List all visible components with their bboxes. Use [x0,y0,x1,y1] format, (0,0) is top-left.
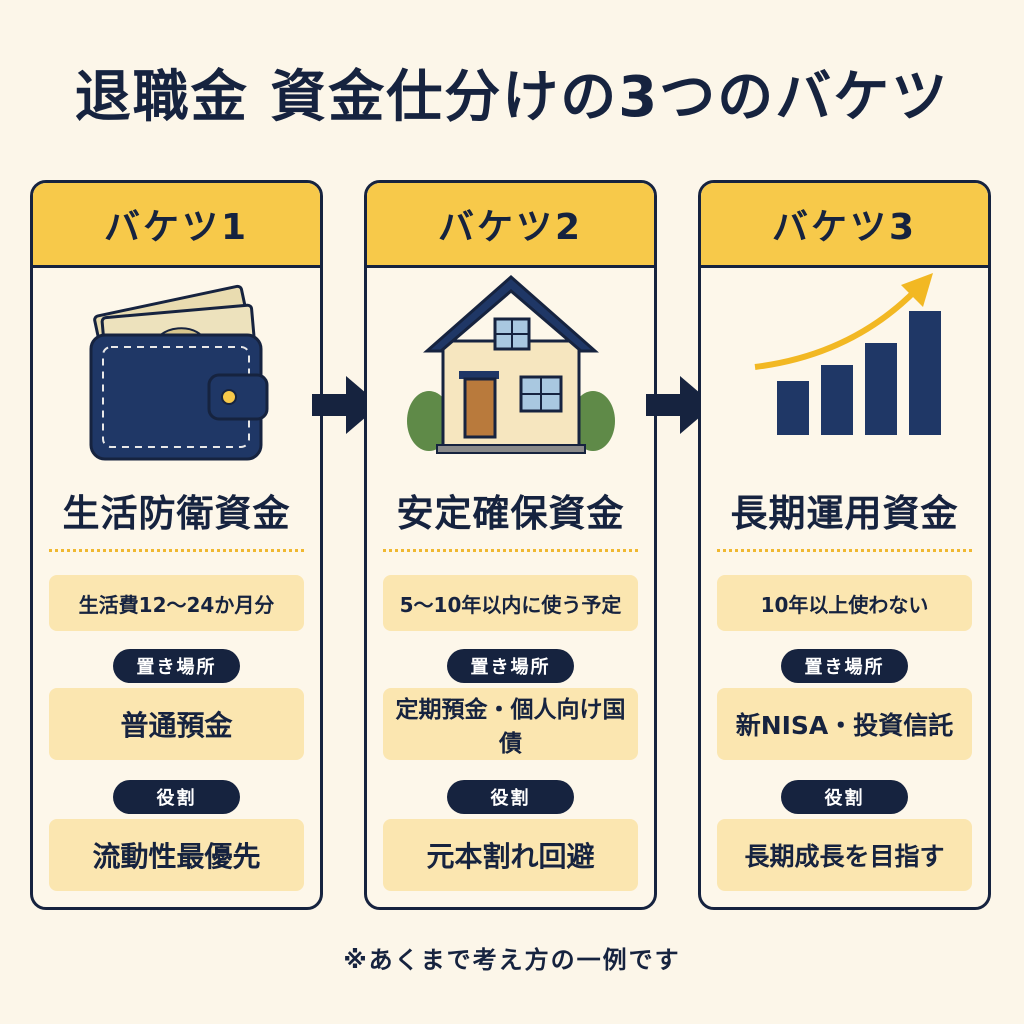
bucket-card-2: バケツ2 安定確保資金 5〜10年以内に使う予定 置き場所 定期預金・個人向け国… [364,180,657,910]
fund-name: 安定確保資金 [396,492,625,535]
place-box: 普通預金 [49,688,304,760]
place-box: 定期預金・個人向け国債 [383,688,638,760]
footnote: ※あくまで考え方の一例です [343,946,681,974]
wallet-icon [89,284,269,461]
role-label: 役割 [781,780,908,814]
target-box: 生活費12〜24か月分 [49,575,304,631]
role-box: 流動性最優先 [49,819,304,891]
growth-chart-icon [754,273,941,435]
dotted-divider [717,549,972,552]
fund-name: 生活防衛資金 [62,492,291,535]
bucket-header: バケツ3 [701,183,988,268]
dotted-divider [383,549,638,552]
target-box: 10年以上使わない [717,575,972,631]
house-icon [407,275,615,454]
dotted-divider [49,549,304,552]
bucket-card-1: バケツ1 生活防衛資金 生活費12〜24か月分 置き場所 普通預金 役割 流動性… [30,180,323,910]
bucket-header: バケツ2 [367,183,654,268]
bucket-header: バケツ1 [33,183,320,268]
role-label: 役割 [113,780,240,814]
role-box: 元本割れ回避 [383,819,638,891]
fund-name: 長期運用資金 [730,492,959,535]
place-label: 置き場所 [447,649,574,683]
arrow-right-icon [312,376,380,434]
role-box: 長期成長を目指す [717,819,972,891]
page-title: 退職金 資金仕分けの3つのバケツ [74,65,950,130]
place-label: 置き場所 [113,649,240,683]
target-box: 5〜10年以内に使う予定 [383,575,638,631]
place-label: 置き場所 [781,649,908,683]
place-box: 新NISA・投資信託 [717,688,972,760]
arrow-right-icon [646,376,714,434]
role-label: 役割 [447,780,574,814]
bucket-card-3: バケツ3 長期運用資金 10年以上使わない 置き場所 新NISA・投資信託 役割… [698,180,991,910]
